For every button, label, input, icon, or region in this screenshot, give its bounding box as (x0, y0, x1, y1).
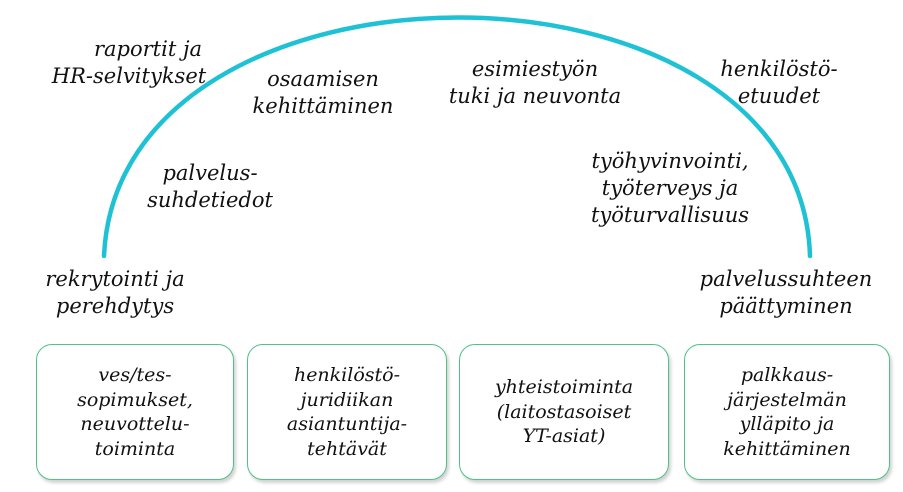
label-rekrytointi: rekrytointi ja perehdytys (45, 267, 185, 318)
label-raportit: raportit ja HR-selvitykset (51, 37, 207, 88)
label-esimiestyon-tuki: esimiestyön tuki ja neuvonta (448, 57, 622, 108)
label-osaamisen-kehittaminen: osaamisen kehittäminen (252, 67, 394, 118)
label-tyohyvinvointi: työhyvinvointi, työterveys ja työturvall… (590, 149, 750, 227)
label-palvelussuhdetiedot: palvelus- suhdetiedot (147, 161, 273, 212)
label-palvelussuhteen-paattyminen: palvelussuhteen päättyminen (699, 267, 873, 318)
box-ves-tes: ves/tes- sopimukset, neuvottelu- toimint… (36, 344, 234, 480)
box-palkkausjarjestelma: palkkaus- järjestelmän ylläpito ja kehit… (684, 344, 890, 480)
label-henkilostoetuudet: henkilöstö- etuudet (720, 57, 838, 108)
box-yhteistoiminta: yhteistoiminta (laitostasoiset YT-asiat) (459, 344, 669, 480)
box-henkilostojuridiikka: henkilöstö- juridiikan asiantuntija- teh… (247, 344, 447, 480)
